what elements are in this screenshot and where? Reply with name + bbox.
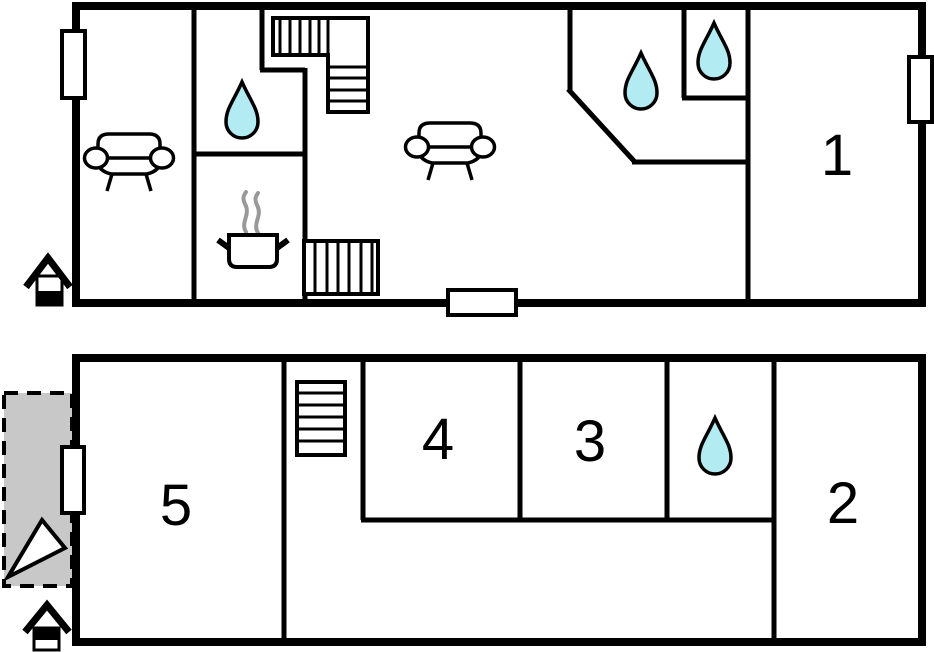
sofa-icon	[82, 132, 176, 193]
entrance-house-icon	[22, 599, 72, 652]
wall-diagonal	[566, 87, 636, 163]
lower-inner-walls	[281, 356, 777, 640]
window	[907, 55, 934, 124]
entry-triangle-icon	[2, 516, 69, 582]
room-5-label: 5	[160, 473, 192, 538]
water-drop-icon	[696, 21, 732, 81]
door	[446, 288, 518, 317]
steam-line	[253, 191, 261, 235]
entrance-house-icon	[23, 252, 73, 307]
staircase-icon	[302, 239, 380, 296]
water-drop-icon	[623, 51, 659, 111]
room-1-label: 1	[821, 123, 853, 188]
lower-floor: 5 4 3 2	[2, 354, 926, 652]
cooking-pot-icon	[216, 190, 290, 269]
room-2-label: 2	[827, 471, 859, 536]
room-4-label: 4	[422, 407, 454, 472]
staircase-icon	[271, 16, 370, 114]
room-3-label: 3	[574, 409, 606, 474]
water-drop-icon	[697, 416, 733, 476]
upper-floor: 1	[23, 2, 934, 317]
steam-line	[241, 190, 249, 234]
sofa-icon	[403, 121, 497, 182]
staircase-icon	[295, 380, 347, 457]
window	[60, 29, 87, 100]
water-drop-icon	[224, 80, 260, 140]
window	[60, 445, 86, 515]
lower-outer-wall	[72, 354, 926, 646]
